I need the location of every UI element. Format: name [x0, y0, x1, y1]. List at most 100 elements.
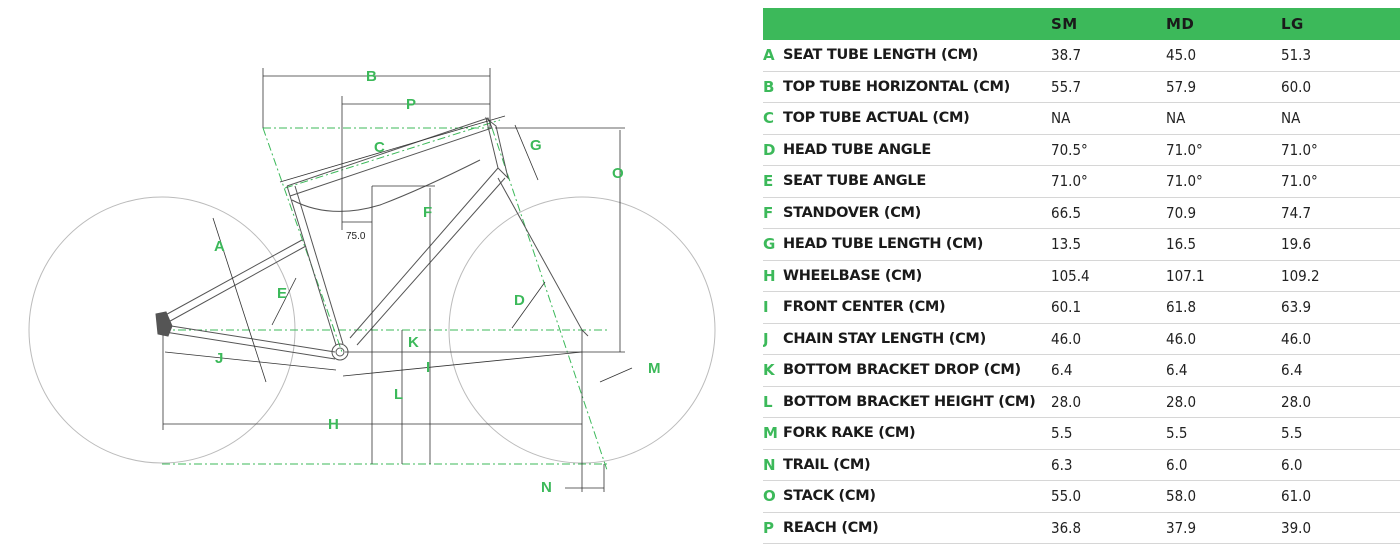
row-label: HEAD TUBE LENGTH (CM)	[783, 228, 1051, 261]
row-label: SEAT TUBE ANGLE	[783, 165, 1051, 198]
row-label: REACH (CM)	[783, 512, 1051, 544]
row-letter: N	[763, 449, 783, 481]
row-letter: A	[763, 40, 783, 72]
row-lg: 74.7	[1281, 197, 1400, 229]
dim-d-arc	[511, 281, 546, 329]
header-label	[783, 8, 1051, 40]
label-k: K	[408, 334, 419, 351]
row-lg: 63.9	[1281, 291, 1400, 324]
row-letter: J	[763, 323, 783, 355]
row-md: 71.0°	[1166, 134, 1281, 166]
row-md: 37.9	[1166, 512, 1281, 544]
row-label: SEAT TUBE LENGTH (CM)	[783, 40, 1051, 72]
row-lg: NA	[1281, 102, 1400, 135]
row-lg: 51.3	[1281, 40, 1400, 72]
row-sm: 5.5	[1051, 417, 1166, 450]
label-d: D	[514, 292, 525, 309]
row-md: 6.0	[1166, 449, 1281, 481]
row-md: 6.4	[1166, 354, 1281, 387]
label-o: O	[612, 165, 624, 182]
seat-stay	[159, 239, 307, 326]
bike-geometry-diagram: B P C G O F 75.0 A E D K J I M L H N	[28, 68, 716, 496]
row-label: WHEELBASE (CM)	[783, 260, 1051, 292]
row-sm: NA	[1051, 102, 1166, 135]
row-lg: 6.4	[1281, 354, 1400, 387]
row-label: STANDOVER (CM)	[783, 197, 1051, 229]
label-c: C	[374, 139, 385, 156]
row-letter: F	[763, 197, 783, 229]
row-letter: M	[763, 417, 783, 450]
row-sm: 55.7	[1051, 71, 1166, 103]
geometry-table-header: SM MD LG	[763, 8, 1400, 40]
label-g: G	[530, 137, 542, 154]
row-sm: 71.0°	[1051, 165, 1166, 198]
row-label: CHAIN STAY LENGTH (CM)	[783, 323, 1051, 355]
row-md: 70.9	[1166, 197, 1281, 229]
label-h: H	[328, 416, 339, 433]
row-lg: 61.0	[1281, 480, 1400, 513]
dim-c-line	[279, 115, 506, 183]
dimension-labels: B P C G O F 75.0 A E D K J I M L H N	[214, 68, 661, 496]
row-lg: 5.5	[1281, 417, 1400, 450]
row-label: FRONT CENTER (CM)	[783, 291, 1051, 324]
top-tube	[286, 117, 493, 197]
row-sm: 55.0	[1051, 480, 1166, 513]
row-md: 71.0°	[1166, 165, 1281, 198]
row-letter: O	[763, 480, 783, 513]
row-sm: 6.4	[1051, 354, 1166, 387]
row-letter: I	[763, 291, 783, 324]
label-i: I	[426, 359, 430, 376]
dim-m-line	[599, 367, 633, 383]
label-n: N	[541, 479, 552, 496]
dim-g-line	[514, 124, 539, 181]
label-f: F	[423, 204, 432, 221]
row-sm: 28.0	[1051, 386, 1166, 418]
row-letter: B	[763, 71, 783, 103]
row-lg: 19.6	[1281, 228, 1400, 261]
row-md: 61.8	[1166, 291, 1281, 324]
row-lg: 71.0°	[1281, 165, 1400, 198]
row-label: BOTTOM BRACKET HEIGHT (CM)	[783, 386, 1051, 418]
row-label: TOP TUBE ACTUAL (CM)	[783, 102, 1051, 135]
row-lg: 60.0	[1281, 71, 1400, 103]
dim-i-line	[342, 351, 583, 377]
row-sm: 6.3	[1051, 449, 1166, 481]
dim-j-line	[164, 351, 337, 371]
row-letter: E	[763, 165, 783, 198]
row-lg: 71.0°	[1281, 134, 1400, 166]
row-md: 45.0	[1166, 40, 1281, 72]
label-p: P	[406, 96, 416, 113]
row-label: TOP TUBE HORIZONTAL (CM)	[783, 71, 1051, 103]
label-m: M	[648, 360, 661, 377]
row-sm: 38.7	[1051, 40, 1166, 72]
row-lg: 46.0	[1281, 323, 1400, 355]
row-md: 57.9	[1166, 71, 1281, 103]
row-md: 58.0	[1166, 480, 1281, 513]
header-md: MD	[1166, 8, 1281, 40]
head-tube	[485, 116, 509, 180]
row-lg: 28.0	[1281, 386, 1400, 418]
row-letter: C	[763, 102, 783, 135]
top-tube-curve	[291, 159, 481, 212]
row-letter: K	[763, 354, 783, 387]
label-j: J	[215, 350, 223, 367]
green-reference-lines	[162, 119, 610, 471]
row-sm: 46.0	[1051, 323, 1166, 355]
label-a: A	[214, 238, 225, 255]
bottom-bracket-inner	[335, 347, 345, 357]
row-lg: 39.0	[1281, 512, 1400, 544]
header-letter	[763, 8, 783, 40]
row-lg: 109.2	[1281, 260, 1400, 292]
row-letter: H	[763, 260, 783, 292]
